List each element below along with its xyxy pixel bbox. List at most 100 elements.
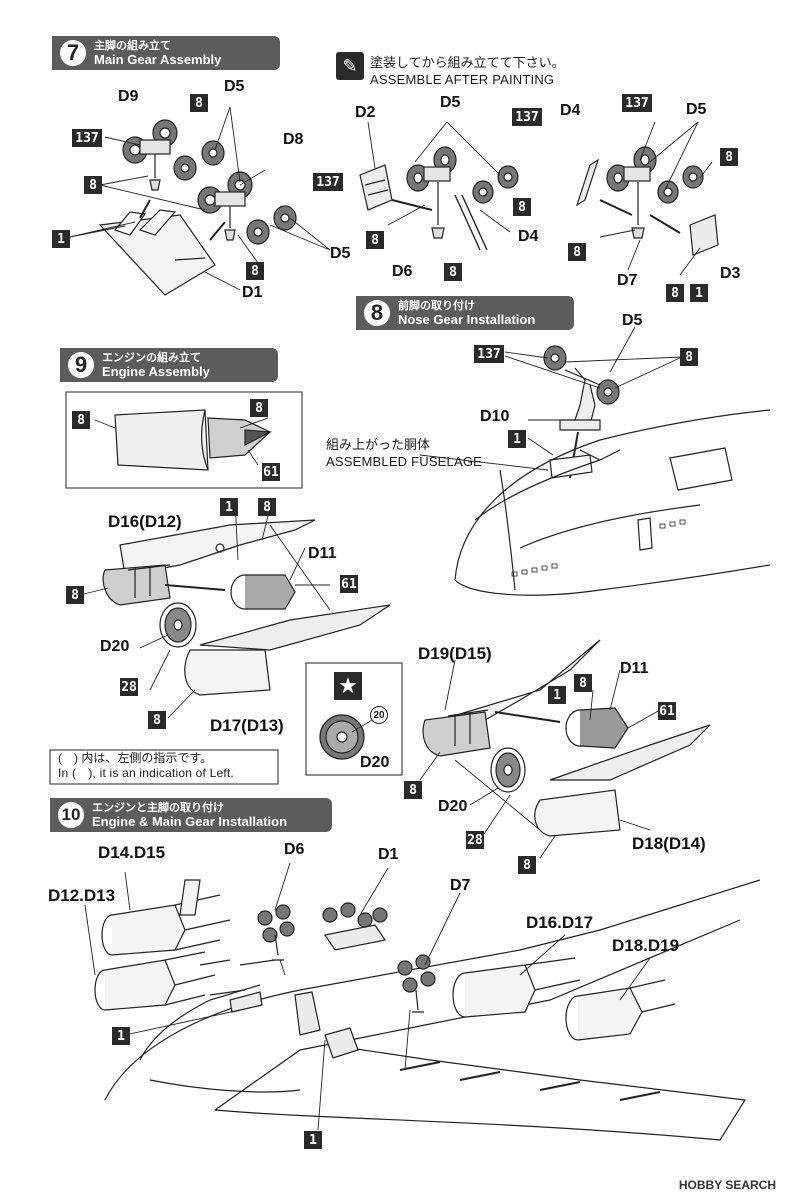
color-code-badge: 8: [190, 94, 208, 112]
part-label: D16(D12): [108, 512, 182, 531]
paint-note-jp: 塗装してから組み立てて下さい。: [370, 55, 565, 70]
color-code-badge: 1: [690, 284, 708, 302]
color-code-badge: 8: [518, 856, 536, 874]
color-code-badge: 8: [513, 198, 531, 216]
part-label: D2: [355, 104, 376, 121]
part-label: D17(D13): [210, 716, 284, 735]
part-label: D6: [284, 841, 305, 858]
main-gear-left-drawing: [69, 106, 331, 296]
color-code-badge: 8: [666, 284, 684, 302]
main-gear-right-drawing: [575, 121, 719, 276]
color-code-badge: 1: [508, 430, 526, 448]
wheel-pair-lower: [197, 171, 297, 245]
step-7-header: 7 主脚の組み立て Main Gear Assembly: [52, 36, 280, 70]
part-label: D10: [480, 408, 510, 425]
part-label: D7: [617, 272, 638, 289]
step-title-en: Main Gear Assembly: [94, 52, 222, 67]
color-code-badge: 8: [258, 498, 276, 516]
engine-assembly-detail-drawing: [65, 391, 303, 489]
part-label: D3: [720, 265, 741, 282]
color-code-badge: 8: [404, 781, 422, 799]
part-label: D20: [438, 798, 468, 815]
step-number: 7: [58, 38, 88, 68]
fuselage-windows: [511, 519, 686, 577]
gear-bay-D1: [98, 199, 226, 296]
fuselage-note-en: ASSEMBLED FUSELAGE: [326, 454, 483, 469]
paint-brush-icon: ✎: [336, 52, 364, 80]
part-label: D5: [440, 94, 461, 111]
part-label: D1: [378, 846, 399, 863]
color-code-badge: 8: [720, 148, 738, 166]
color-code-badge: 8: [246, 262, 264, 280]
step-title-en: Engine & Main Gear Installation: [92, 814, 288, 829]
color-code-badge: 1: [220, 498, 238, 516]
color-code-badge: 137: [622, 94, 652, 112]
color-code-badge: 8: [148, 711, 166, 729]
part-label: D5: [622, 312, 643, 329]
color-code-badge: 61: [658, 702, 676, 720]
paint-note: 塗装してから組み立てて下さい。 ASSEMBLE AFTER PAINTING: [370, 54, 565, 88]
part-label: D18(D14): [632, 834, 706, 853]
part-label: D6: [392, 263, 413, 280]
color-code-badge: 137: [72, 129, 102, 147]
part-label: D14.D15: [98, 843, 166, 862]
color-code-badge: 137: [474, 345, 504, 363]
fuselage-note: 組み上がった胴体 ASSEMBLED FUSELAGE: [326, 436, 482, 470]
part-label: D1: [242, 284, 263, 301]
part-label: D19(D15): [418, 644, 492, 663]
part-label: D9: [118, 88, 139, 105]
color-code-badge: 8: [66, 586, 84, 604]
step-number: 8: [362, 298, 392, 328]
watermark: HOBBY SEARCH: [678, 1178, 776, 1192]
part-label: D5: [330, 245, 351, 262]
step-10-header: 10 エンジンと主脚の取り付け Engine & Main Gear Insta…: [50, 798, 332, 832]
part-label: D18.D19: [612, 936, 680, 955]
step-title-en: Engine Assembly: [102, 364, 210, 379]
color-code-badge: 8: [574, 674, 592, 692]
star-icon: ★: [334, 672, 362, 700]
engine-right-exploded-drawing: [419, 639, 711, 859]
color-code-badge: 61: [262, 463, 280, 481]
step-number: 9: [66, 350, 96, 380]
left-note-frame: [49, 749, 279, 785]
left-side-note: ( ) 内は、左側の指示です。 In ( ), it is an indicat…: [58, 751, 234, 781]
color-code-badge: 1: [304, 1131, 322, 1149]
color-code-badge: 61: [340, 575, 358, 593]
color-code-badge: 8: [680, 348, 698, 366]
wing-gear-D6: [257, 904, 295, 961]
color-code-badge: 8: [72, 411, 90, 429]
part-label: D16.D17: [526, 913, 594, 932]
part-label: D8: [283, 131, 304, 148]
fuselage-note-jp: 組み上がった胴体: [326, 437, 431, 452]
color-code-badge: 8: [250, 399, 268, 417]
color-code-badge: 137: [512, 108, 542, 126]
wing-gear-D7: [397, 954, 436, 1013]
color-code-badge: 137: [313, 173, 343, 191]
part-label: D5: [224, 78, 245, 95]
color-code-badge: 8: [444, 263, 462, 281]
left-note-jp: ( ) 内は、左側の指示です。: [58, 751, 213, 765]
color-code-badge: 28: [120, 678, 138, 696]
step-title-jp: エンジンの組み立て: [102, 352, 201, 364]
nose-gear-fuselage-drawing: [419, 326, 771, 596]
part-label: D4: [518, 228, 539, 245]
step-8-header: 8 前脚の取り付け Nose Gear Installation: [356, 296, 574, 330]
main-gear-mid-drawing: [359, 121, 519, 251]
part-label: D20: [360, 754, 390, 771]
part-label: D5: [686, 101, 707, 118]
star-detail-drawing: [305, 662, 403, 776]
engine-left-exploded-drawing: [79, 499, 391, 719]
wheel-pair-upper: [122, 119, 225, 191]
color-code-badge: 8: [568, 243, 586, 261]
step-title-jp: エンジンと主脚の取り付け: [92, 802, 224, 814]
color-code-badge: 28: [466, 831, 484, 849]
color-code-badge: 8: [84, 176, 102, 194]
step-number: 10: [56, 800, 86, 830]
left-note-en: In ( ), it is an indication of Left.: [58, 766, 234, 780]
color-code-badge: 1: [52, 230, 70, 248]
paint-note-en: ASSEMBLE AFTER PAINTING: [370, 72, 555, 87]
part-label: D20: [100, 638, 130, 655]
step-title-jp: 主脚の組み立て: [94, 40, 171, 52]
part-label: D4: [560, 102, 581, 119]
